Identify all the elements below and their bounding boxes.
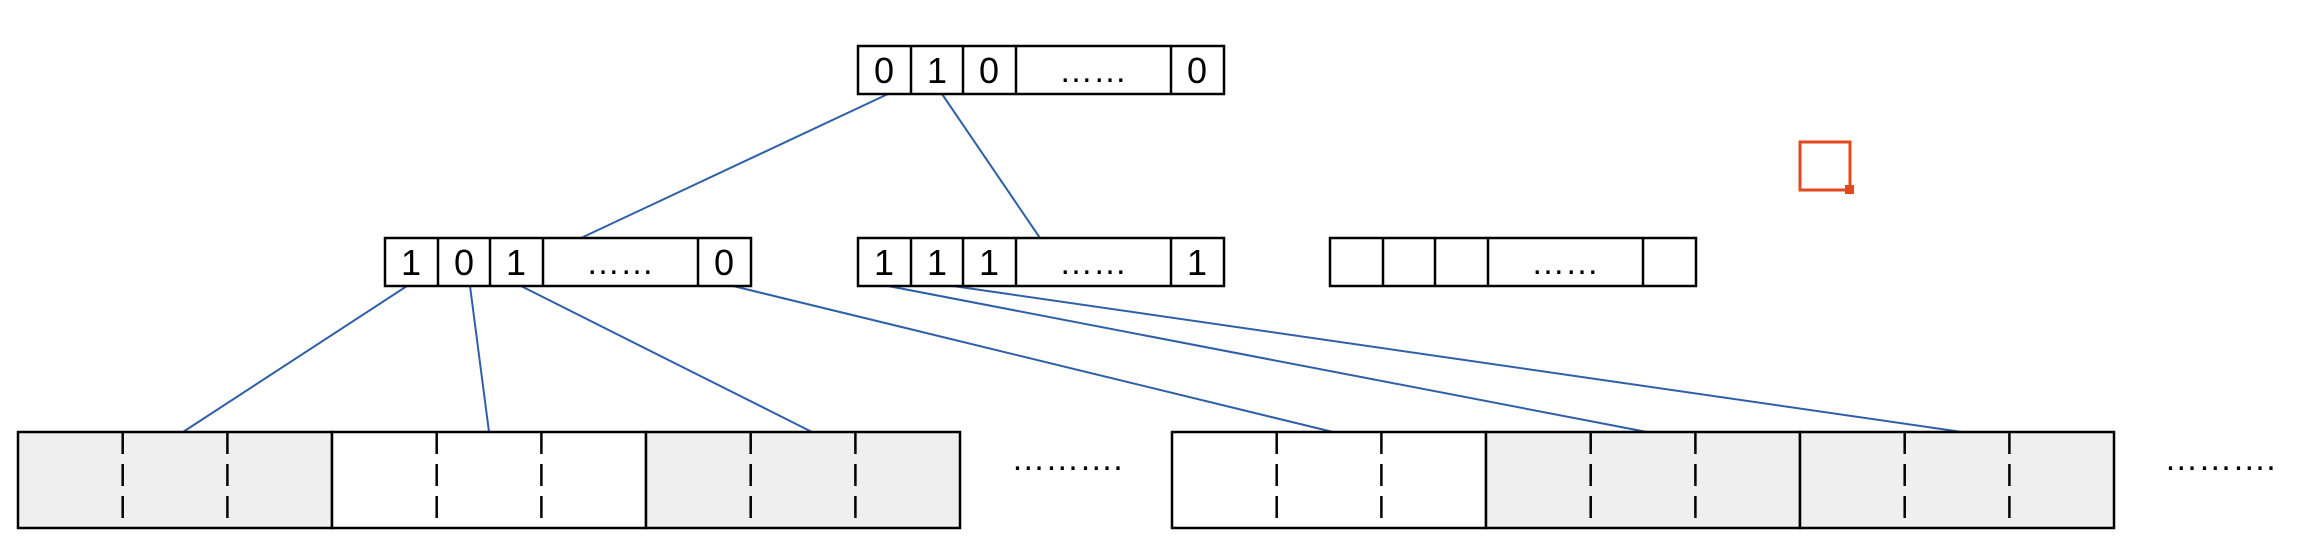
end-ellipsis: ……….	[2164, 440, 2275, 478]
storage-block	[644, 430, 962, 530]
bit-ellipsis: ……	[1059, 52, 1127, 90]
bit-cell: 1	[874, 242, 894, 283]
bit-cell: 1	[401, 242, 421, 283]
bit-cell: 1	[927, 242, 947, 283]
connector-lines	[182, 93, 1963, 433]
connector-line	[941, 93, 1041, 239]
connector-line	[952, 285, 1963, 433]
connector-line	[732, 285, 1334, 433]
bit-cell: 0	[1187, 50, 1207, 91]
gap-ellipsis: ……….	[1011, 440, 1122, 478]
bitmap-mid-right: ……	[1328, 236, 1698, 288]
bit-cell: 1	[927, 50, 947, 91]
bit-cell: 1	[1187, 242, 1207, 283]
bitmap-mid-center: 1 1 1 …… 1	[856, 236, 1226, 288]
bit-ellipsis: ……	[586, 244, 654, 282]
bit-cell: 0	[979, 50, 999, 91]
bit-cell: 1	[979, 242, 999, 283]
storage-block	[1484, 430, 1802, 530]
connector-line	[182, 285, 408, 433]
connector-line	[580, 93, 889, 239]
bit-ellipsis: ……	[1059, 244, 1127, 282]
bit-cell: 0	[714, 242, 734, 283]
block-group-left	[16, 430, 962, 530]
bit-cell: 0	[874, 50, 894, 91]
bitmap-mid-left: 1 0 1 …… 0	[383, 236, 753, 288]
connector-line	[469, 285, 490, 433]
square-outline-icon	[1798, 140, 1854, 194]
storage-block	[1798, 430, 2116, 530]
bitmap-top: 0 1 0 …… 0	[856, 44, 1226, 96]
bit-cell: 1	[506, 242, 526, 283]
bit-cell: 0	[454, 242, 474, 283]
block-group-right	[1170, 430, 2116, 530]
connector-line	[887, 285, 1648, 433]
bit-ellipsis: ……	[1531, 244, 1599, 282]
storage-block	[16, 430, 334, 530]
storage-block	[1170, 430, 1488, 530]
connector-line	[520, 285, 813, 433]
storage-block	[330, 430, 648, 530]
